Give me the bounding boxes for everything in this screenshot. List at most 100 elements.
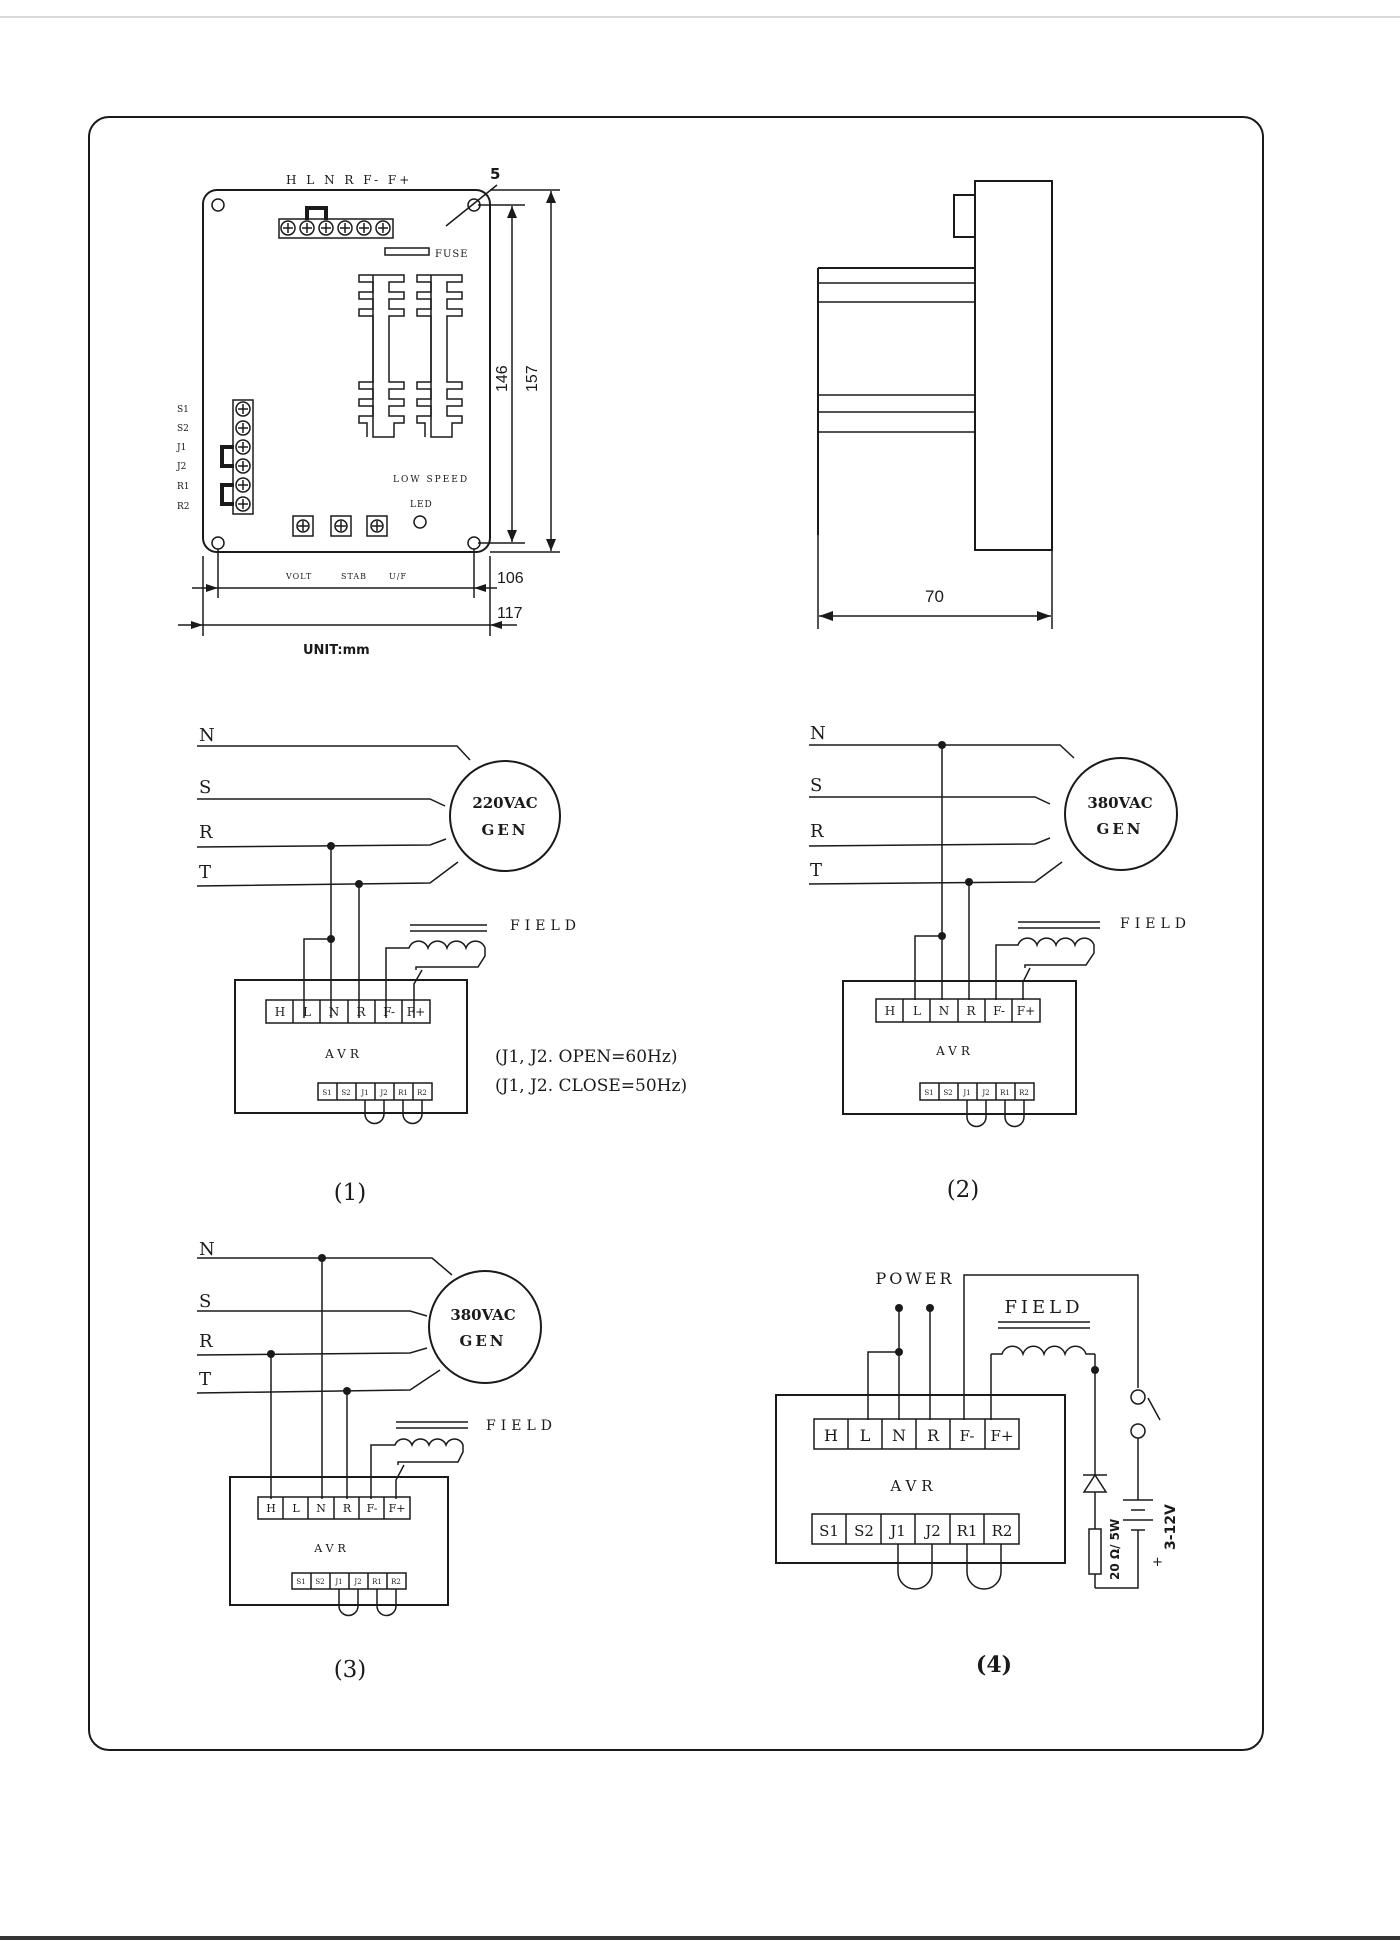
terminal-s1: S1 <box>819 1522 839 1540</box>
page-frame <box>88 116 1264 1751</box>
arrow <box>191 621 203 629</box>
left-terminal-label-s2: S2 <box>177 424 189 434</box>
dim-106-label: 106 <box>497 570 524 587</box>
top-terminal-screws <box>280 220 391 236</box>
terminal-r: R <box>966 1004 976 1018</box>
terminal-f-plus: F+ <box>389 1502 406 1515</box>
low-speed-label: LOW SPEED <box>393 475 469 485</box>
terminal-r1: R1 <box>398 1089 408 1097</box>
terminal-s2: S2 <box>854 1522 874 1540</box>
terminal-r2: R2 <box>391 1578 401 1586</box>
terminal-r1: R1 <box>957 1522 978 1540</box>
mounting-hole <box>211 198 225 212</box>
avr-bottom-terminals <box>919 1082 1035 1101</box>
phase-label-n: N <box>810 723 826 744</box>
generator-label: GEN <box>1097 820 1144 838</box>
battery-plus: + <box>1152 1555 1163 1570</box>
jumper-r <box>1004 1100 1025 1128</box>
terminal-s1: S1 <box>296 1578 305 1586</box>
jumper-note-open: (J1, J2. OPEN=60Hz) <box>495 1047 677 1067</box>
terminal-n: N <box>939 1004 950 1018</box>
phase-label-r: R <box>199 822 213 843</box>
field-winding <box>991 1345 1095 1357</box>
terminal-l: L <box>913 1004 921 1018</box>
heatsink-right <box>430 274 463 438</box>
avr-label: AVR <box>889 1477 937 1495</box>
top-jumper <box>305 206 328 220</box>
left-jumper-j <box>220 445 234 468</box>
front-view: H L N R F- F+ FUSE S1 S2 J1 J2 R1 R2 <box>176 165 560 658</box>
terminal-l: L <box>303 1005 311 1019</box>
generator <box>449 760 561 872</box>
battery-label: 3-12V <box>1163 1504 1179 1550</box>
phase-label-s: S <box>810 775 822 796</box>
jumper-note-close: (J1, J2. CLOSE=50Hz) <box>495 1076 687 1096</box>
terminal-f-minus: F- <box>993 1004 1005 1018</box>
phase-label-r: R <box>199 1331 213 1352</box>
terminal-f-minus: F- <box>383 1005 395 1019</box>
arrow <box>819 611 833 621</box>
terminal-j1: J1 <box>334 1578 342 1586</box>
terminal-r: R <box>356 1005 366 1019</box>
terminal-n: N <box>892 1426 906 1445</box>
wiring-diagram-4: POWER 3-12V + FIELD <box>775 1269 1179 1678</box>
heatsink-right <box>416 274 436 437</box>
terminal-f-plus: F+ <box>1017 1004 1035 1018</box>
avr-top-terminals <box>265 999 431 1024</box>
terminal-j1: J1 <box>962 1089 970 1097</box>
power-label: POWER <box>875 1269 954 1288</box>
wire-field-plus <box>413 969 423 1018</box>
generator-rating: 380VAC <box>1087 794 1152 812</box>
top-terminal-block <box>278 218 394 239</box>
led-indicator <box>413 515 427 529</box>
avr-bottom-terminals <box>291 1572 407 1590</box>
generator-label: GEN <box>482 821 529 839</box>
left-terminal-label-r1: R1 <box>177 482 190 492</box>
diagram-label-3: (3) <box>334 1657 367 1683</box>
terminal-s2: S2 <box>341 1089 350 1097</box>
side-view: 70 <box>817 180 1053 629</box>
board-outline <box>202 189 491 553</box>
pot-label-uf: U/F <box>389 572 407 581</box>
phase-label-s: S <box>199 1291 211 1312</box>
phase-label-t: T <box>810 860 822 881</box>
arrow <box>474 584 486 592</box>
terminal-h: H <box>266 1502 276 1515</box>
terminal-h: H <box>824 1426 838 1445</box>
wire-battery-return <box>1095 1530 1139 1589</box>
potentiometer-uf <box>366 515 388 537</box>
terminal-j1: J1 <box>888 1522 906 1540</box>
terminal-f-plus: F+ <box>991 1427 1014 1445</box>
jumper-j <box>364 1100 385 1125</box>
phase-label-n: N <box>199 725 215 746</box>
generator-rating: 380VAC <box>450 1306 515 1324</box>
diagram-label-2: (2) <box>947 1177 980 1203</box>
field-winding <box>401 940 486 970</box>
side-body <box>974 180 1053 551</box>
terminal-s2: S2 <box>943 1089 952 1097</box>
phase-label-n: N <box>199 1239 215 1260</box>
terminal-j2: J2 <box>353 1578 361 1586</box>
fuse-holder <box>384 247 430 256</box>
wire-h-l <box>914 935 942 1000</box>
phase-label-r: R <box>810 821 824 842</box>
potentiometer-stab <box>330 515 352 537</box>
generator-rating: 220VAC <box>472 794 537 812</box>
terminal-l: L <box>860 1426 871 1445</box>
avr-box <box>842 980 1077 1115</box>
dim-70-label: 70 <box>925 587 944 606</box>
avr-bottom-terminals <box>811 1513 1020 1545</box>
terminal-j2: J2 <box>923 1522 941 1540</box>
terminal-r2: R2 <box>992 1522 1013 1540</box>
field-label: FIELD <box>1004 1297 1083 1318</box>
terminal-r2: R2 <box>417 1089 427 1097</box>
terminal-f-minus: F- <box>367 1502 378 1515</box>
terminal-l: L <box>292 1502 300 1515</box>
generator <box>428 1270 542 1384</box>
arrow <box>1037 611 1051 621</box>
wire-h-l <box>867 1351 899 1420</box>
terminal-n: N <box>316 1502 326 1515</box>
left-terminal-label-j1: J1 <box>176 443 186 453</box>
arrow <box>546 539 556 551</box>
terminal-r1: R1 <box>372 1578 382 1586</box>
